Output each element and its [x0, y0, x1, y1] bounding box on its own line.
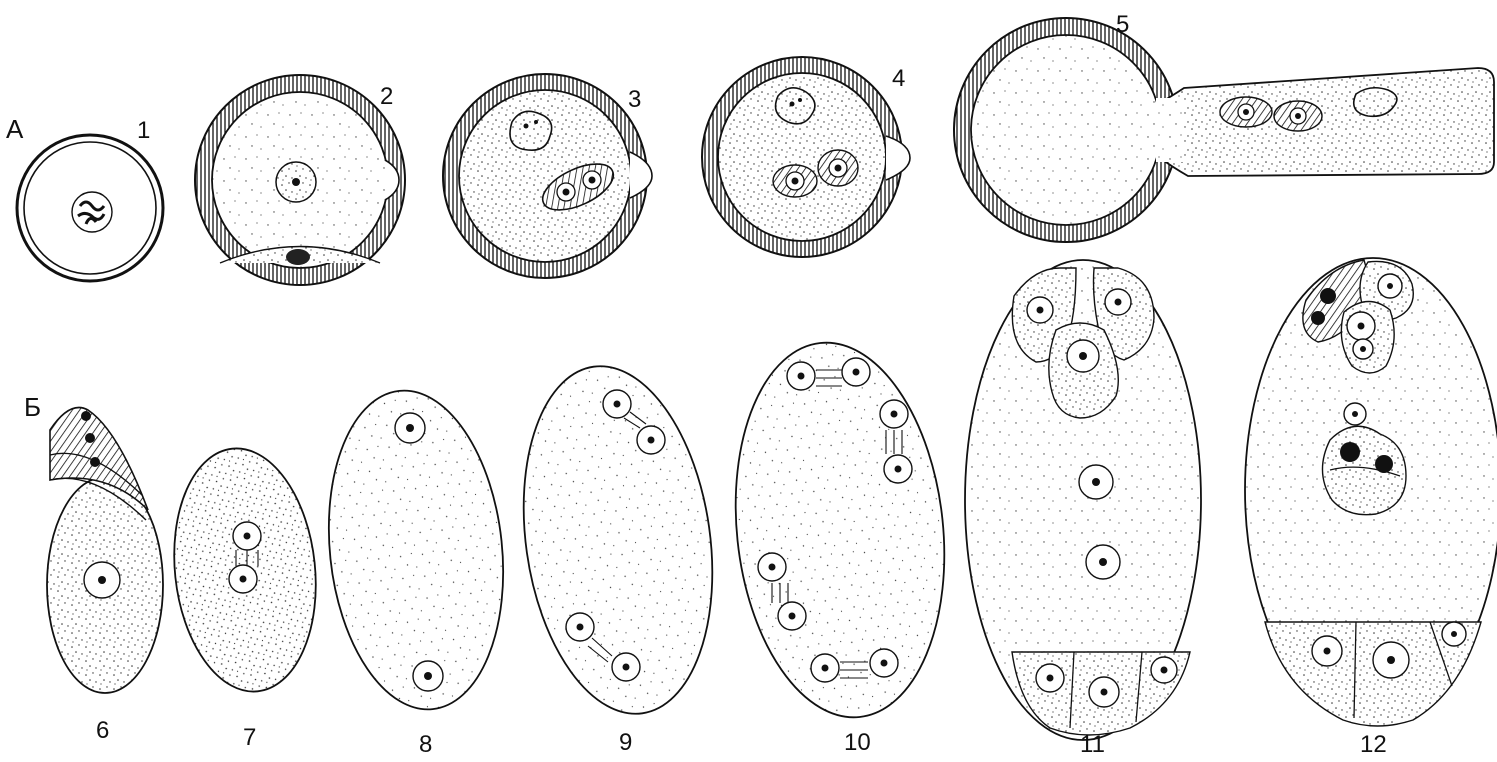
stage-3-pollen-grain	[443, 74, 652, 278]
stage-10-label: 10	[844, 729, 871, 756]
stage-10-eight-nucleate	[718, 332, 962, 727]
stage-2-pollen-grain	[195, 75, 405, 285]
generative-nucleus	[286, 249, 310, 265]
stage-3-label: 3	[628, 86, 641, 113]
stage-6-label: 6	[96, 717, 109, 744]
section-label-b: Б	[24, 392, 41, 422]
stage-5-pollen-tube	[954, 18, 1494, 242]
stage-1-label: 1	[137, 117, 150, 144]
stage-8-two-nucleate	[314, 382, 519, 718]
stage-12-mature-embryo-sac	[1245, 258, 1497, 726]
chromatin-nucleus	[72, 192, 112, 232]
stage-9-label: 9	[619, 729, 632, 756]
stage-4-pollen-grain	[702, 57, 910, 257]
stage-9-four-nucleate	[503, 354, 734, 726]
stage-2-label: 2	[380, 83, 393, 110]
stage-8-label: 8	[419, 731, 432, 758]
stage-1-cell	[17, 135, 163, 281]
stage-7-label: 7	[243, 724, 256, 751]
stage-6-megaspore	[47, 408, 163, 694]
stage-5-label: 5	[1116, 11, 1129, 38]
stage-4-label: 4	[892, 65, 905, 92]
vegetative-nucleus	[510, 111, 552, 150]
stage-11-label: 11	[1080, 731, 1105, 758]
stage-11-embryo-sac	[965, 260, 1201, 740]
stage-7-two-nucleate	[163, 441, 328, 698]
section-label-a: А	[6, 114, 24, 144]
stage-12-label: 12	[1360, 731, 1387, 758]
